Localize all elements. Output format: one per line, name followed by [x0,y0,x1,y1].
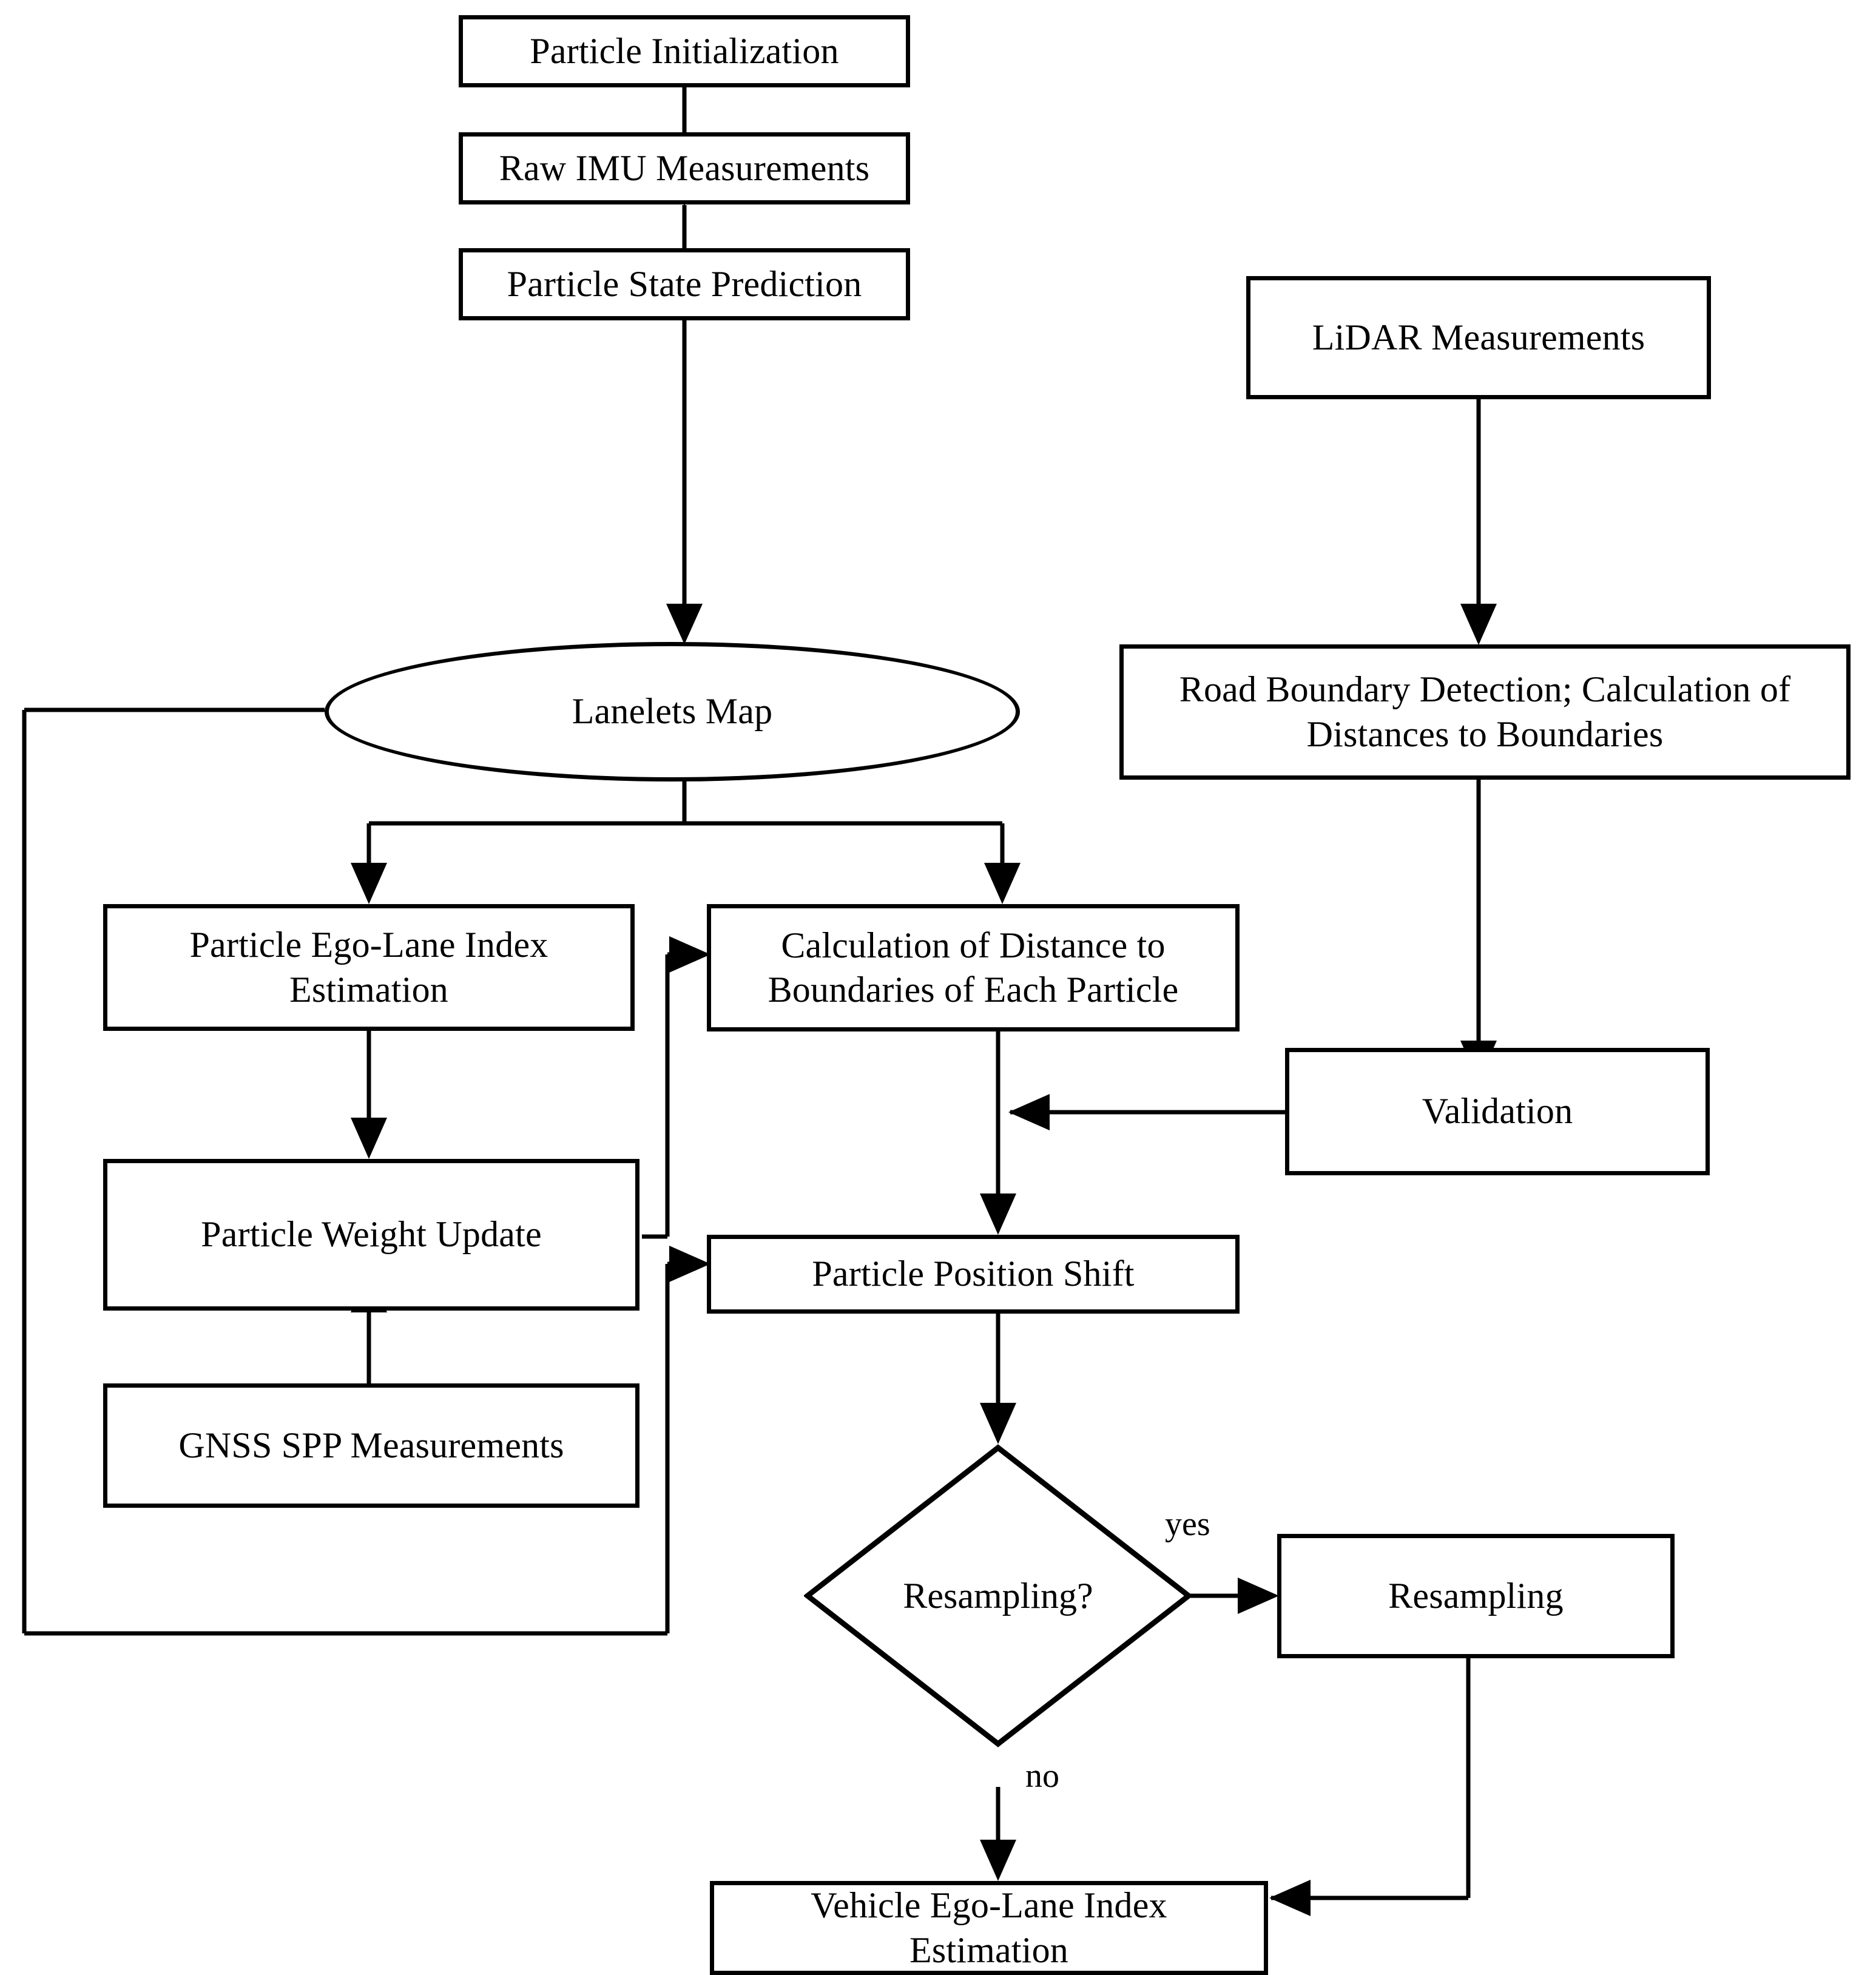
node-resampling-decision[interactable]: Resampling? [803,1444,1193,1747]
arrowhead-rail-to-shift [669,1246,710,1282]
node-label-calculation-of-distance: Calculation of Distance to Boundaries of… [768,925,1179,1010]
arrowhead-resampling-to-vehicle [1269,1880,1311,1916]
diamond-shape [803,1444,1193,1747]
node-label-vehicle-ego-lane-index-estimation: Vehicle Ego-Lane Index Estimation [811,1885,1167,1970]
node-resampling[interactable]: Resampling [1277,1534,1675,1658]
node-label-lanelets-map: Lanelets Map [572,691,773,732]
arrowhead-decision-no [980,1840,1016,1881]
node-particle-position-shift[interactable]: Particle Position Shift [707,1235,1240,1314]
node-particle-ego-lane-index-estimation[interactable]: Particle Ego-Lane Index Estimation [103,904,635,1031]
node-lanelets-map[interactable]: Lanelets Map [325,642,1020,782]
arrowhead-egolane-to-weight [351,1118,387,1159]
node-lidar-measurements[interactable]: LiDAR Measurements [1246,276,1711,399]
arrowhead-weight-to-calc [669,936,710,973]
node-label-particle-weight-update: Particle Weight Update [201,1214,542,1255]
node-particle-state-prediction[interactable]: Particle State Prediction [459,248,910,320]
node-label-validation: Validation [1422,1091,1573,1132]
node-label-resampling: Resampling [1388,1575,1564,1616]
node-label-resampling-decision: Resampling? [903,1575,1093,1616]
arrowhead-lidar-to-roadboundary [1460,604,1497,645]
edge-label-no: no [1025,1757,1059,1795]
node-validation[interactable]: Validation [1285,1048,1710,1175]
arrowhead-shift-to-decision [980,1403,1016,1444]
node-label-particle-state-prediction: Particle State Prediction [507,263,862,304]
node-label-particle-initialization: Particle Initialization [530,30,839,71]
arrowhead-decision-yes [1238,1578,1279,1614]
node-road-boundary-detection[interactable]: Road Boundary Detection; Calculation of … [1119,644,1851,780]
node-label-gnss-spp-measurements: GNSS SPP Measurements [178,1425,564,1465]
node-label-raw-imu-measurements: Raw IMU Measurements [499,147,870,188]
node-gnss-spp-measurements[interactable]: GNSS SPP Measurements [103,1383,639,1508]
node-label-particle-position-shift: Particle Position Shift [812,1254,1135,1294]
node-label-particle-ego-lane-index-estimation: Particle Ego-Lane Index Estimation [189,925,548,1010]
node-particle-initialization[interactable]: Particle Initialization [459,15,910,87]
arrowhead-split-left [351,863,387,904]
node-particle-weight-update[interactable]: Particle Weight Update [103,1159,639,1311]
arrowhead-prediction-to-map [666,604,703,644]
arrowhead-validation-to-calcline [1008,1094,1050,1130]
arrowhead-split-right [984,863,1021,904]
edge-label-yes: yes [1165,1505,1210,1543]
node-raw-imu-measurements[interactable]: Raw IMU Measurements [459,132,910,204]
node-label-lidar-measurements: LiDAR Measurements [1312,317,1645,357]
arrowhead-calc-to-shift [980,1193,1016,1235]
node-label-road-boundary-detection: Road Boundary Detection; Calculation of … [1179,669,1791,754]
node-vehicle-ego-lane-index-estimation[interactable]: Vehicle Ego-Lane Index Estimation [710,1881,1268,1975]
node-calculation-of-distance[interactable]: Calculation of Distance to Boundaries of… [707,904,1240,1031]
